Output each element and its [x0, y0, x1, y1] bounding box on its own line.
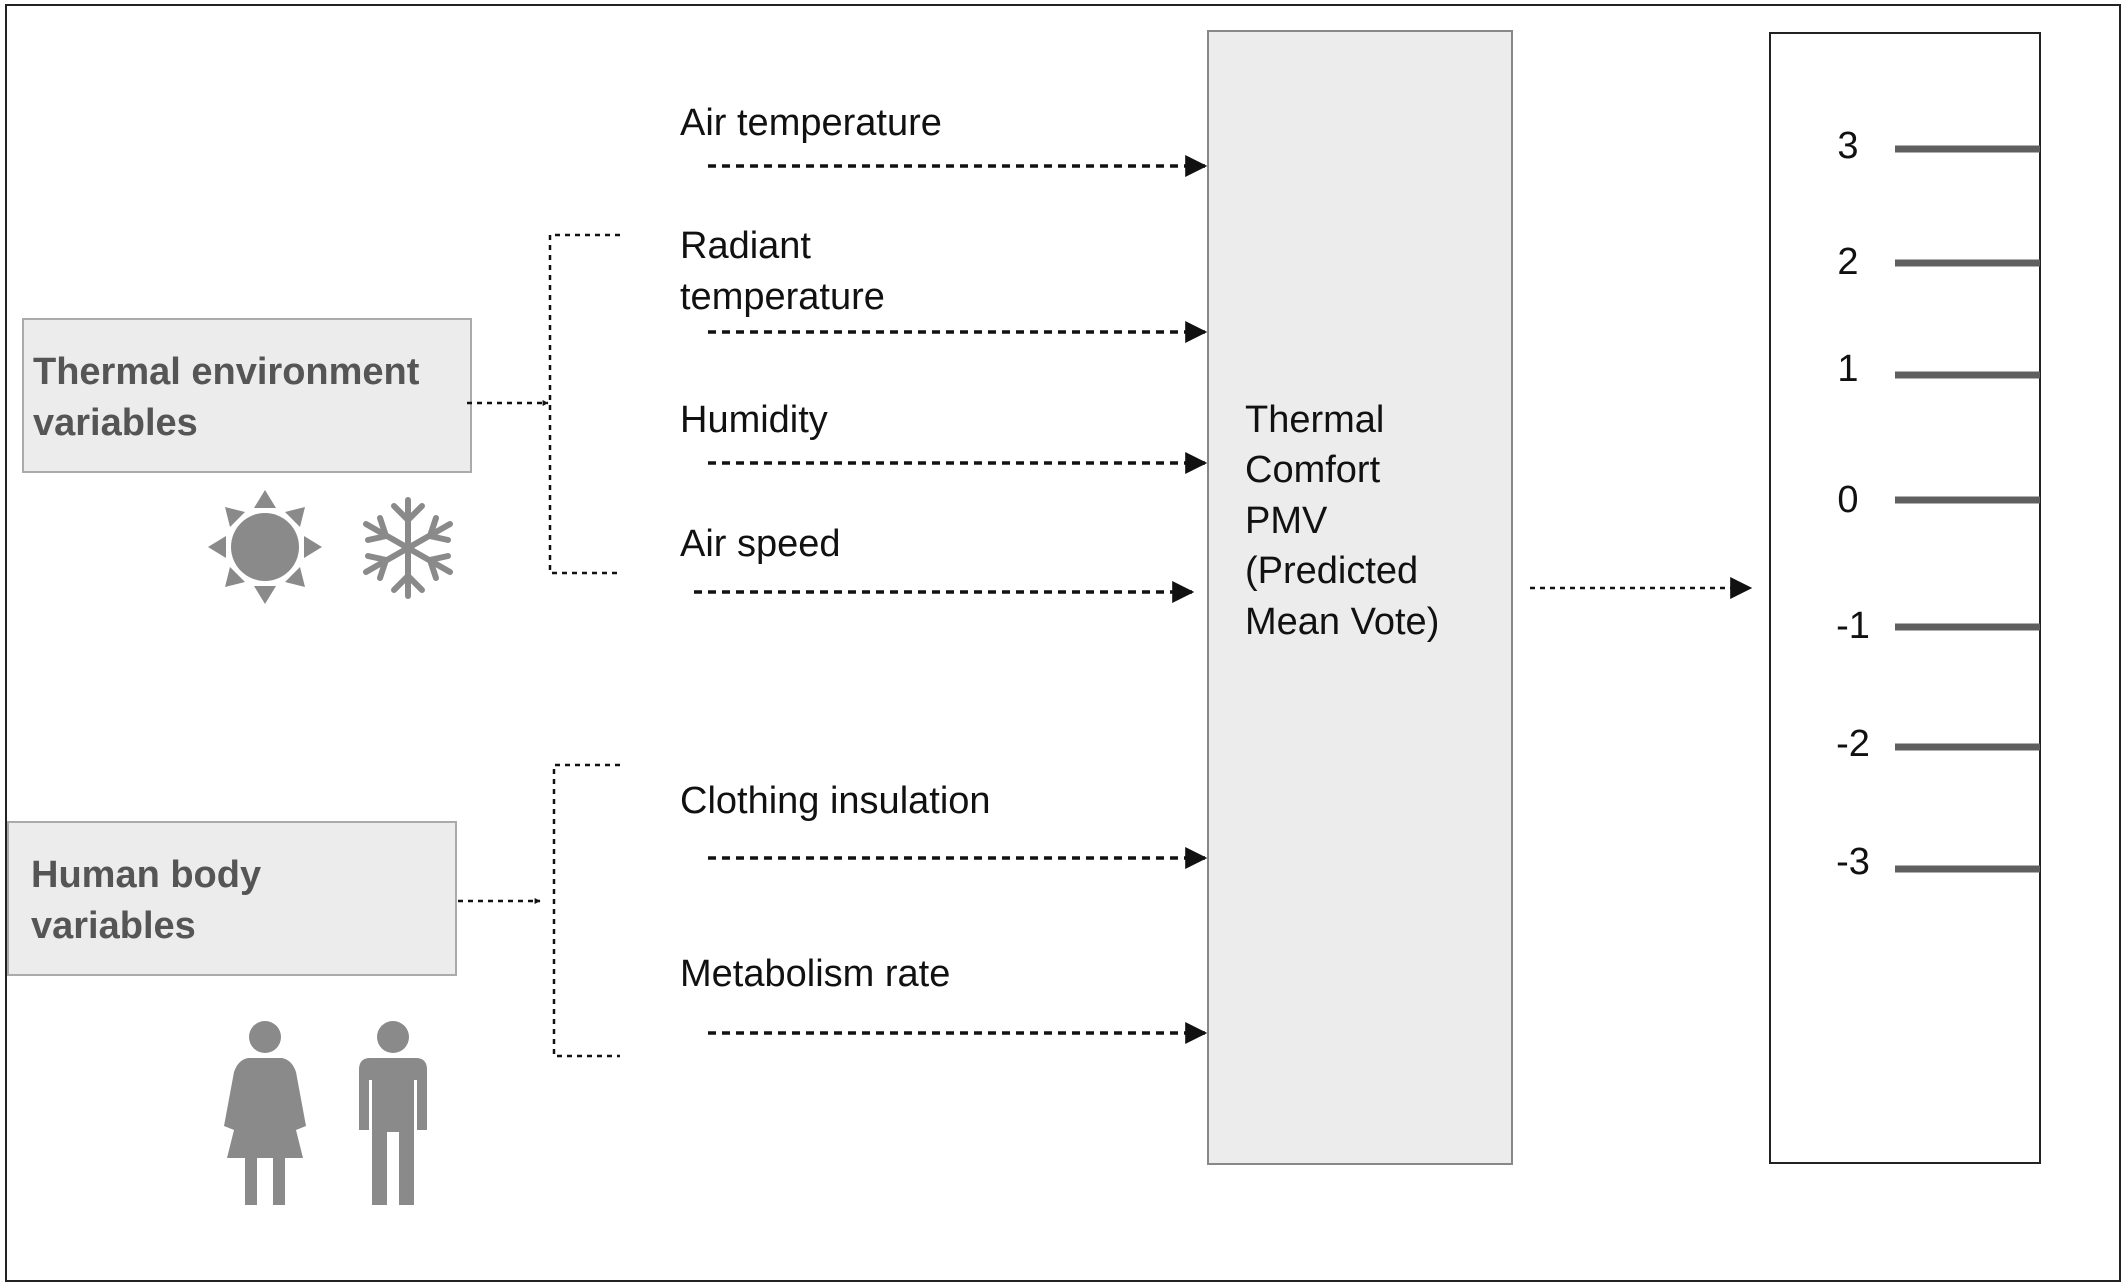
humidity-label: Humidity — [680, 399, 828, 441]
figure-frame — [5, 4, 2121, 1282]
scale-label-0: 0 — [1837, 479, 1858, 521]
pmv-model-label-line2: Comfort — [1245, 449, 1381, 491]
input-metabolism-rate: Metabolism rate — [680, 953, 1208, 1044]
scale-label-3: 3 — [1837, 125, 1858, 167]
sun-icon — [208, 490, 322, 604]
radiant-temperature-label-line1: Radiant — [680, 225, 811, 267]
input-humidity: Humidity — [680, 399, 1208, 474]
thermal-environment-box — [22, 318, 472, 473]
clothing-insulation-label: Clothing insulation — [680, 780, 991, 822]
pmv-model-label-line4: (Predicted — [1245, 550, 1418, 592]
pmv-model-label-line3: PMV — [1245, 500, 1328, 542]
input-radiant-temperature: Radiant temperature — [680, 225, 1208, 343]
scale-label-minus-2: -2 — [1836, 723, 1870, 765]
woman-icon — [224, 1021, 306, 1205]
human-body-group: Human body variables — [7, 821, 457, 976]
human-body-label-line1: Human body — [31, 854, 261, 896]
pmv-model-label-line1: Thermal — [1245, 399, 1384, 441]
air-temperature-label: Air temperature — [680, 102, 942, 144]
man-icon — [359, 1021, 427, 1205]
human-body-label-line2: variables — [31, 905, 196, 947]
pmv-scale-box — [1769, 32, 2041, 1164]
thermal-environment-label-line2: variables — [33, 402, 198, 444]
input-air-speed: Air speed — [680, 523, 1195, 603]
thermal-environment-label-line1: Thermal environment — [33, 351, 420, 393]
input-clothing-insulation: Clothing insulation — [680, 780, 1208, 869]
pmv-model-box — [1207, 30, 1513, 1165]
thermal-environment-connector — [467, 233, 620, 575]
scale-label-2: 2 — [1837, 241, 1858, 283]
radiant-temperature-label-line2: temperature — [680, 276, 885, 318]
scale-label-1: 1 — [1837, 348, 1858, 390]
human-body-connector — [458, 763, 620, 1058]
pmv-model-label-line5: Mean Vote) — [1245, 601, 1439, 643]
snowflake-icon — [363, 497, 453, 599]
pmv-model: Thermal Comfort PMV (Predicted Mean Vote… — [1207, 30, 1513, 1165]
air-speed-label: Air speed — [680, 523, 841, 565]
scale-label-minus-3: -3 — [1836, 841, 1870, 883]
human-body-box — [7, 821, 457, 976]
pmv-scale: 3 2 1 0 -1 -2 -3 — [1769, 32, 2041, 1164]
input-air-temperature: Air temperature — [680, 102, 1208, 177]
scale-label-minus-1: -1 — [1836, 605, 1870, 647]
metabolism-rate-label: Metabolism rate — [680, 953, 950, 995]
thermal-environment-group: Thermal environment variables — [22, 318, 472, 473]
